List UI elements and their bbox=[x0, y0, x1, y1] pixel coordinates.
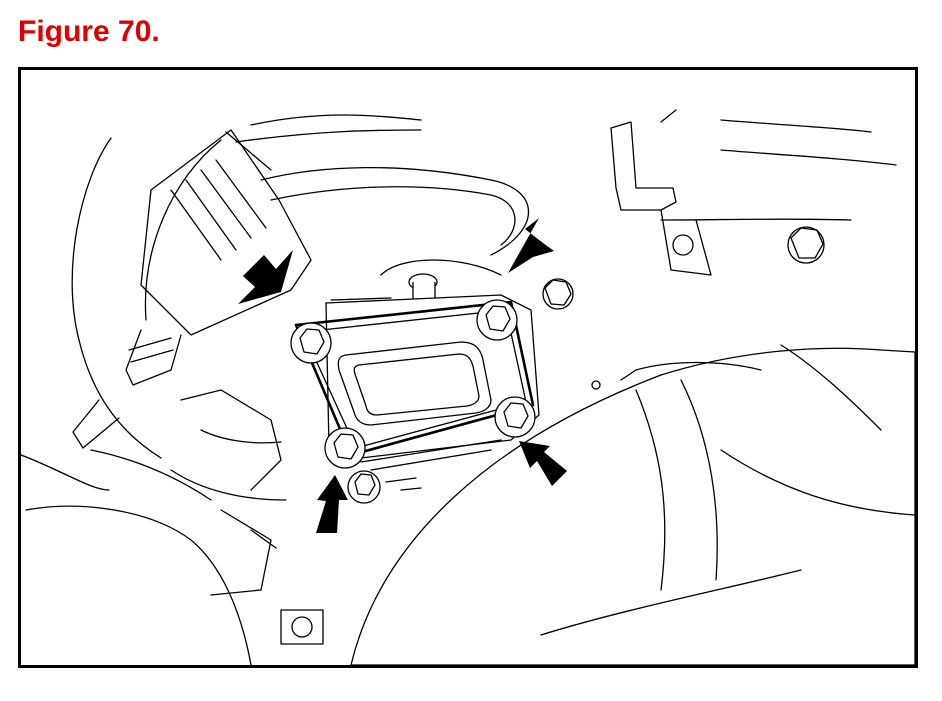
arrow-to-bolt-top-left bbox=[238, 250, 293, 304]
arrow-to-bolt-top-right bbox=[508, 218, 554, 273]
mounting-bolt-top-right bbox=[787, 226, 825, 264]
lower-left-housing bbox=[170, 389, 324, 645]
left-hose bbox=[21, 137, 252, 665]
module-bolt-top-left bbox=[290, 322, 332, 364]
module-bolt-top-right bbox=[476, 299, 518, 341]
top-right-bracket bbox=[610, 109, 897, 276]
intake-duct bbox=[350, 344, 915, 665]
figure-title: Figure 70. bbox=[18, 15, 160, 48]
mounting-bolt-middle bbox=[542, 278, 574, 310]
lower-bolt bbox=[347, 470, 381, 504]
module-bolt-bottom-right bbox=[494, 396, 536, 438]
engine-bay-illustration bbox=[21, 109, 915, 665]
small-hole bbox=[591, 380, 601, 390]
module-bolt-bottom-left bbox=[324, 427, 366, 469]
wiring-harness bbox=[125, 114, 529, 386]
arrow-to-bolt-bottom-left bbox=[316, 475, 348, 533]
illustration-frame bbox=[18, 67, 918, 668]
arrow-to-bolt-bottom-right bbox=[519, 441, 567, 486]
